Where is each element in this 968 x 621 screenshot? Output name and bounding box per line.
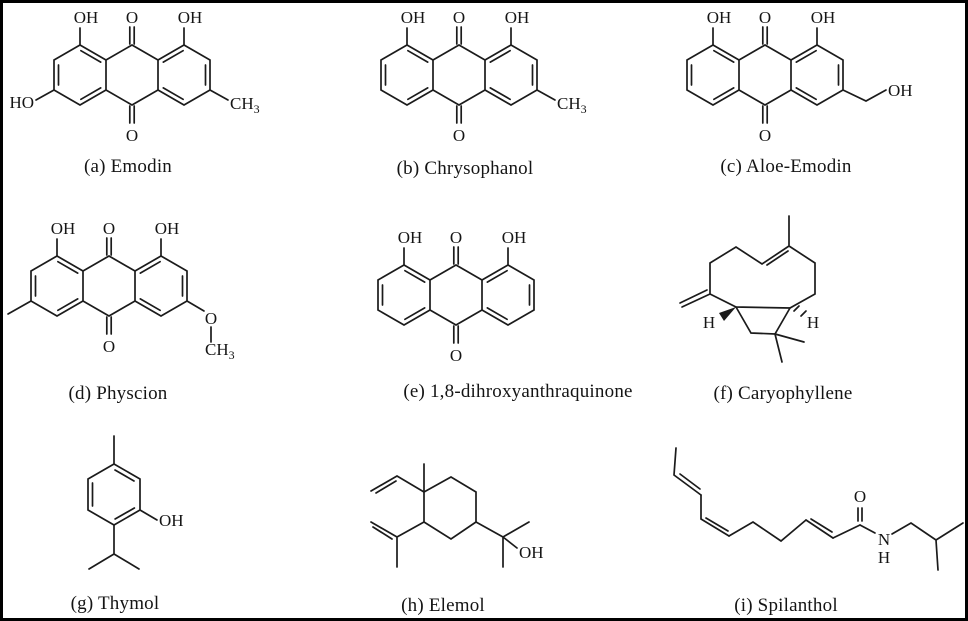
- atom-label-ch3: CH3: [557, 94, 587, 116]
- atom-label-oh-right: OH: [502, 228, 527, 247]
- structure-aloe-emodin: OH O OH O OH: [686, 8, 913, 145]
- atom-label-o-top: O: [453, 8, 465, 27]
- atom-label-o-bottom: O: [759, 126, 771, 145]
- emodin-bonds: [35, 26, 229, 124]
- atom-label-n: N: [878, 530, 890, 549]
- atom-label-oh-right: OH: [155, 219, 180, 238]
- thymol-bonds: [87, 435, 158, 570]
- caption-thymol: (g) Thymol: [70, 593, 160, 614]
- caption-spilanthol: (i) Spilanthol: [734, 595, 838, 616]
- stereo-hash-bond: [793, 305, 807, 317]
- atom-label-o: O: [854, 487, 866, 506]
- structure-caryophyllene: H H: [679, 215, 819, 363]
- atom-label-ho: HO: [9, 93, 34, 112]
- atom-label-o-bottom: O: [126, 126, 138, 145]
- atom-label-o-ether: O: [205, 309, 217, 328]
- atom-label-oh: OH: [159, 511, 184, 530]
- atom-label-oh-left: OH: [401, 8, 426, 27]
- structure-emodin: OH O OH O HO CH3: [9, 8, 260, 145]
- physcion-bonds: [7, 237, 212, 343]
- structure-dihydroxyanthraquinone: OH O OH O: [377, 228, 535, 365]
- stereo-wedge-bond: [719, 307, 736, 321]
- atom-label-h: H: [878, 548, 890, 567]
- atom-label-oh-right: OH: [811, 8, 836, 27]
- caryophyllene-bonds: [679, 215, 816, 363]
- structure-chrysophanol: OH O OH O CH3: [380, 8, 587, 145]
- dihydroxyanthraquinone-bonds: [377, 246, 535, 344]
- structure-physcion: OH O OH O O CH3: [7, 219, 235, 362]
- chrysophanol-bonds: [380, 26, 556, 124]
- elemol-bonds: [370, 463, 530, 568]
- aloe-emodin-bonds: [686, 26, 887, 124]
- atom-label-oh-side: OH: [888, 81, 913, 100]
- atom-label-o-top: O: [126, 8, 138, 27]
- atom-label-ch3: CH3: [230, 94, 260, 116]
- caption-dihydroxyanthraquinone: (e) 1,8-dihroxyanthraquinone: [403, 381, 633, 402]
- atom-label-oh-left: OH: [398, 228, 423, 247]
- atom-label-o-bottom: O: [103, 337, 115, 356]
- atom-label-oh: OH: [519, 543, 544, 562]
- atom-label-oh-left: OH: [74, 8, 99, 27]
- atom-label-o-bottom: O: [450, 346, 462, 365]
- atom-label-o-top: O: [103, 219, 115, 238]
- atom-label-h-right: H: [807, 313, 819, 332]
- caption-caryophyllene: (f) Caryophyllene: [713, 383, 853, 404]
- caption-chrysophanol: (b) Chrysophanol: [396, 158, 534, 179]
- structure-thymol: OH: [87, 435, 184, 570]
- atom-label-o-bottom: O: [453, 126, 465, 145]
- atom-label-o-top: O: [450, 228, 462, 247]
- atom-label-ch3: CH3: [205, 340, 235, 362]
- atom-label-h-left: H: [703, 313, 715, 332]
- caption-elemol: (h) Elemol: [401, 595, 485, 616]
- atom-label-o-top: O: [759, 8, 771, 27]
- structure-spilanthol: O N H: [673, 447, 964, 571]
- atom-label-oh-right: OH: [178, 8, 203, 27]
- caption-emodin: (a) Emodin: [83, 156, 173, 177]
- structure-elemol: OH: [370, 463, 544, 568]
- atom-label-oh-right: OH: [505, 8, 530, 27]
- atom-label-oh-left: OH: [707, 8, 732, 27]
- caption-aloe-emodin: (c) Aloe-Emodin: [720, 156, 852, 177]
- spilanthol-bonds: [673, 447, 964, 571]
- caption-physcion: (d) Physcion: [68, 383, 168, 404]
- atom-label-oh-left: OH: [51, 219, 76, 238]
